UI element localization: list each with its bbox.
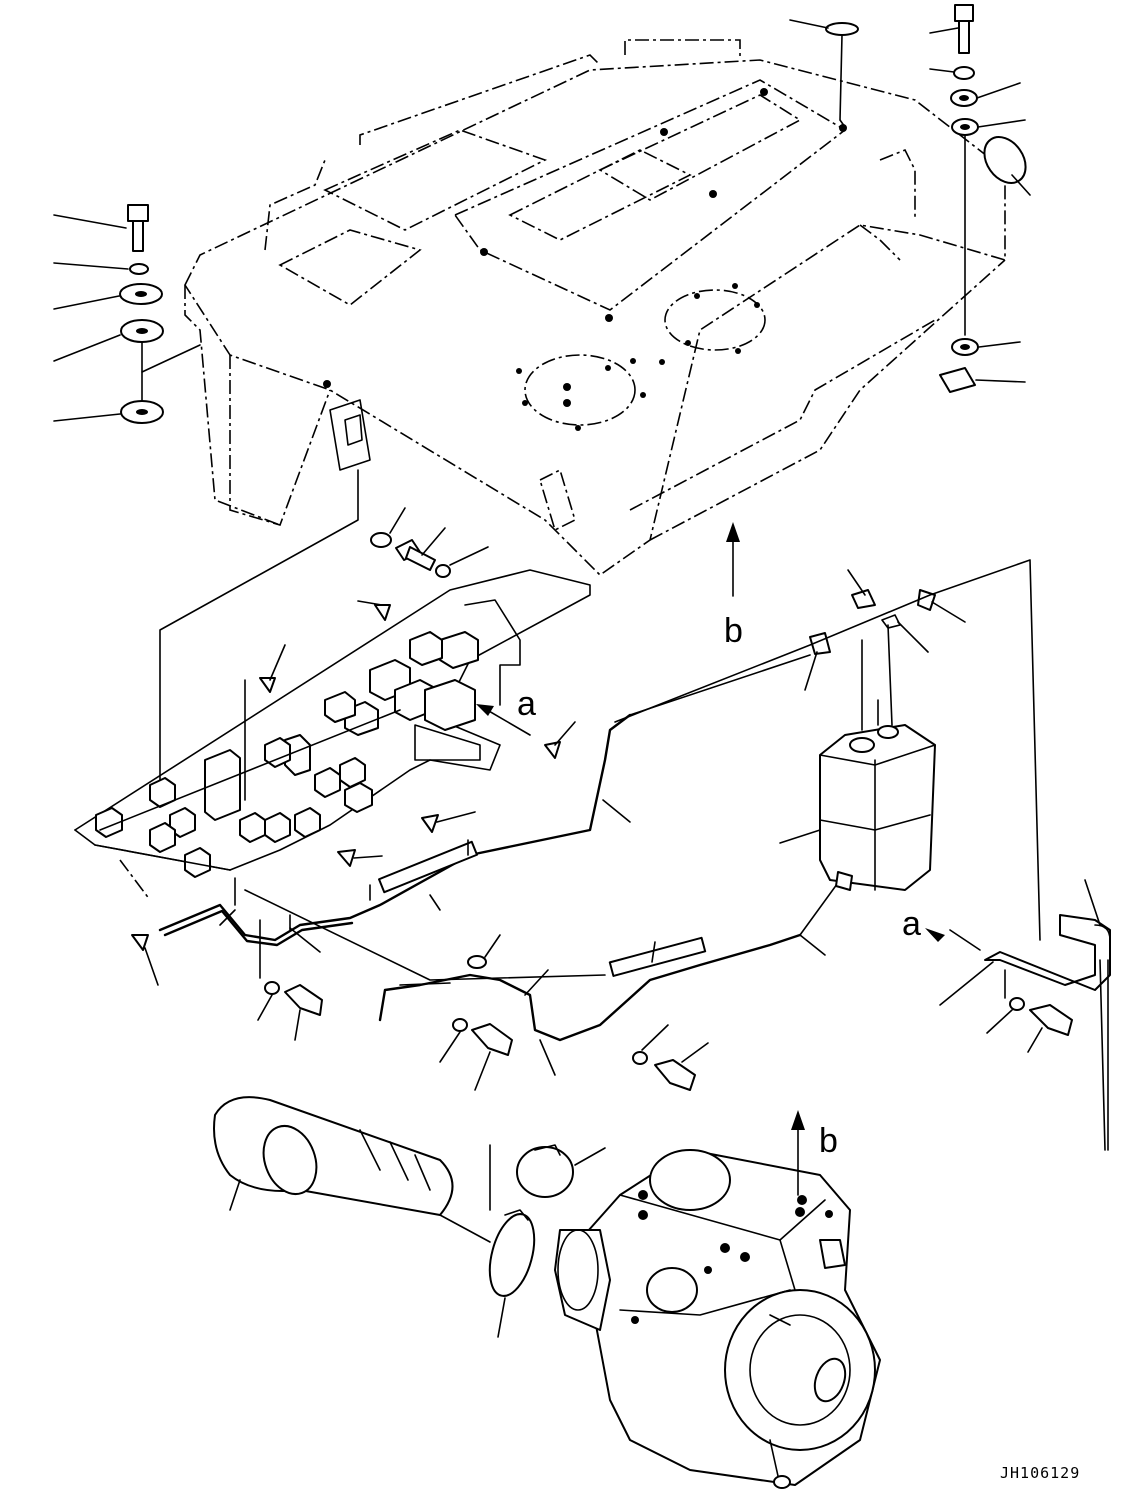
wire-harness-lower [244, 879, 841, 1091]
view-label-b-top: b [724, 612, 743, 650]
clip-icon [259, 677, 276, 693]
wire-harness-upper [158, 654, 811, 953]
cab-frame-assembly [184, 39, 1006, 577]
hex-bolt-icon [127, 204, 149, 252]
hex-bolt-icon [954, 4, 974, 54]
view-label-a-top: a [517, 685, 536, 723]
panel-fasteners [131, 507, 576, 986]
washer-icon [435, 564, 451, 578]
clip-icon [544, 741, 561, 759]
intake-duct-assembly [213, 1096, 606, 1338]
washer-tank-assembly [614, 559, 1041, 941]
washer-icon [129, 263, 149, 275]
view-arrow-b-upper: b [724, 522, 743, 650]
clip-icon [337, 849, 356, 867]
left-mount-fastener-stack [53, 204, 201, 424]
hex-bolt-icon [395, 539, 436, 571]
view-arrow-a-upper: a [476, 685, 536, 736]
plate-icon [939, 367, 976, 393]
grommet-icon [467, 955, 487, 969]
washer-icon [632, 1051, 648, 1065]
washer-icon [953, 66, 975, 80]
clip-icon [374, 604, 391, 621]
hose-clamp-icon [516, 1146, 574, 1198]
tank-bracket-assembly [925, 879, 1111, 1151]
drawing-code: JH106129 [1000, 1464, 1080, 1482]
washer-icon [452, 1018, 468, 1032]
relay-blocks [95, 631, 479, 878]
hex-bolt-icon [284, 984, 323, 1016]
air-cleaner-assembly [554, 1149, 881, 1489]
view-label-b-bottom: b [819, 1122, 838, 1160]
hex-bolt-icon [1029, 1004, 1073, 1036]
view-label-a-bottom: a [902, 905, 921, 943]
clip-icon [421, 814, 439, 833]
clip-icon [131, 934, 149, 951]
electrical-panel-assembly [74, 469, 591, 901]
view-arrow-b-lower: b [791, 1110, 838, 1196]
right-mount-fastener-stack [929, 4, 1031, 393]
washer-icon [1009, 997, 1025, 1011]
roof-grommet [789, 19, 859, 128]
seal-ring-icon [983, 136, 1027, 184]
hose-clamp-icon [488, 1213, 536, 1297]
hex-bolt-icon [471, 1023, 513, 1056]
washer-icon [264, 981, 280, 995]
hex-bolt-icon [654, 1059, 696, 1091]
view-arrow-a-lower: a [902, 905, 921, 943]
harness-bolts [257, 919, 323, 1041]
clip-icon [370, 532, 392, 548]
